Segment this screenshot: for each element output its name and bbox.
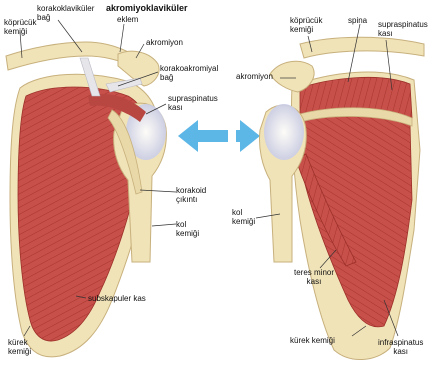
label-left-clavicle: köprücük kemiği bbox=[4, 18, 36, 36]
left-clavicle-bone bbox=[6, 42, 136, 70]
right-arrow-icon bbox=[236, 120, 260, 152]
arrows bbox=[178, 120, 260, 152]
label-left-subscapularis: subskapuler kas bbox=[88, 294, 146, 303]
posterior-view bbox=[256, 24, 424, 360]
right-clavicle-bone bbox=[300, 37, 424, 58]
label-left-humerus: kol kemiği bbox=[176, 220, 199, 238]
label-right-supraspinatus: supraspinatus kası bbox=[378, 20, 428, 38]
label-left-coracoid: korakoid çıkıntı bbox=[176, 186, 206, 204]
label-right-teres-minor: teres minor kası bbox=[294, 268, 334, 286]
label-left-coracoclavicular-ligament: korakoklaviküler bağ bbox=[37, 4, 94, 22]
label-left-coracoacromial-ligament: korakoakromiyal bağ bbox=[160, 64, 218, 82]
label-left-acromion: akromiyon bbox=[146, 38, 183, 47]
label-left-joint: eklem bbox=[117, 15, 138, 24]
right-humeral-head bbox=[264, 104, 304, 160]
label-right-humerus: kol kemiği bbox=[232, 208, 255, 226]
label-left-acromioclavicular: akromiyoklaviküler bbox=[106, 3, 188, 13]
label-right-spine: spina bbox=[348, 16, 367, 25]
label-left-supraspinatus: supraspinatus kası bbox=[168, 94, 218, 112]
label-right-scapula: kürek kemiği bbox=[290, 336, 335, 345]
label-right-infraspinatus: infraspinatus kası bbox=[378, 338, 423, 356]
anterior-view bbox=[6, 20, 176, 357]
label-left-scapula: kürek kemiği bbox=[8, 338, 31, 356]
label-right-clavicle: köprücük kemiği bbox=[290, 16, 322, 34]
left-arrow-icon bbox=[178, 120, 228, 152]
label-right-acromion: akromiyon bbox=[236, 72, 273, 81]
